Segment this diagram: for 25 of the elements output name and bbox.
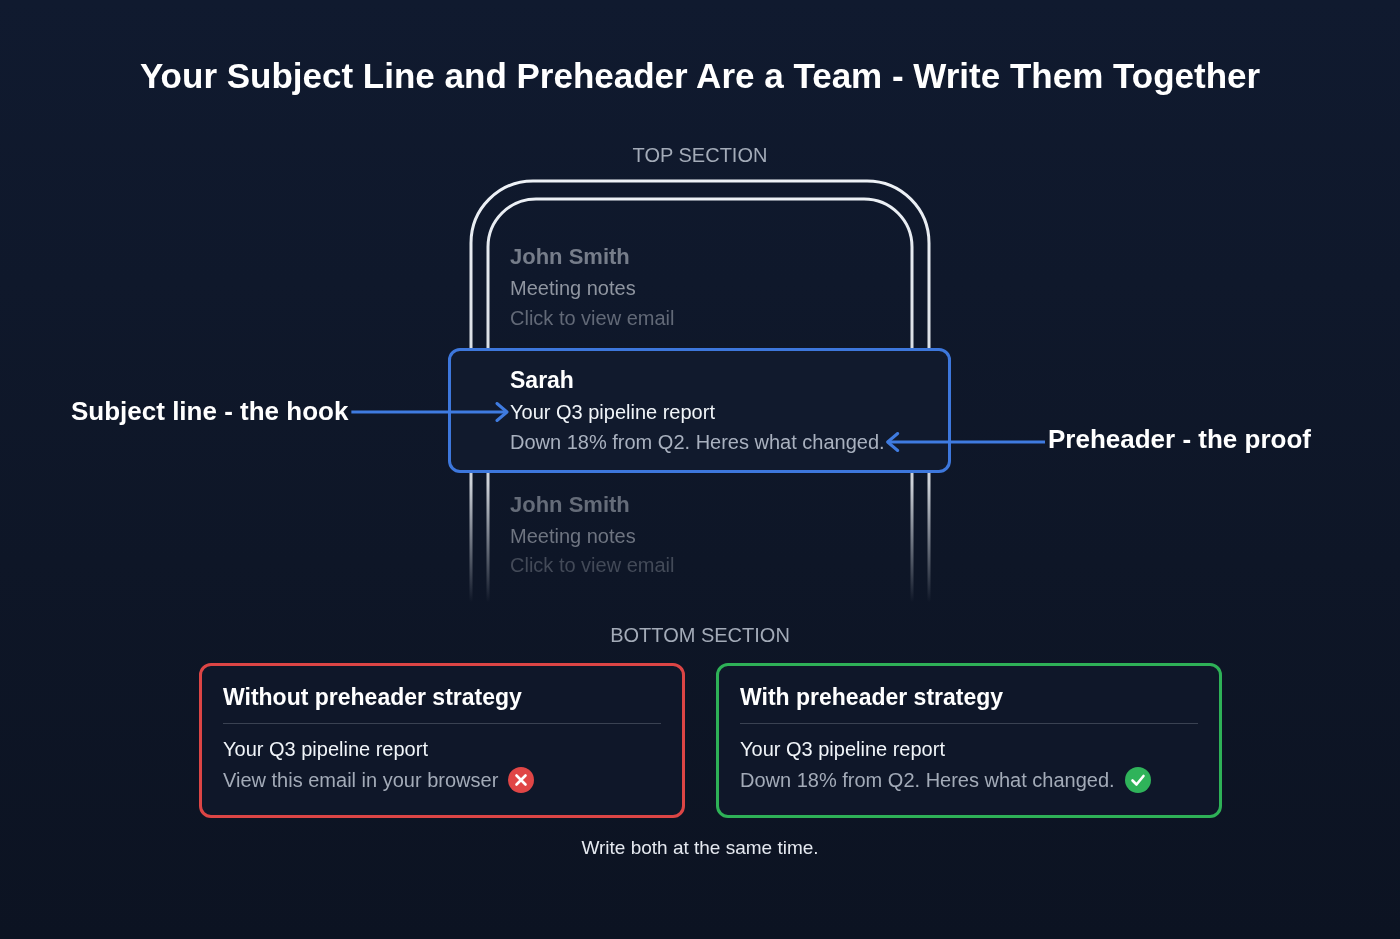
preheader-text: Down 18% from Q2. Heres what changed.: [510, 430, 885, 454]
sender-name: Sarah: [510, 367, 574, 395]
sender-name: John Smith: [510, 244, 630, 271]
comparison-card: [199, 663, 685, 818]
card-heading: Without preheader strategy: [223, 684, 522, 712]
callout-label: Subject line - the hook: [71, 396, 349, 428]
preheader-text: Click to view email: [510, 306, 675, 330]
caption-text: Write both at the same time.: [581, 837, 819, 860]
card-heading: With preheader strategy: [740, 684, 1004, 712]
section-label: BOTTOM SECTION: [610, 623, 790, 647]
subject-text: Your Q3 pipeline report: [223, 737, 428, 761]
comparison-card: [716, 663, 1222, 818]
highlighted-email-row: [448, 348, 951, 473]
arrow: [351, 402, 509, 422]
diagram-title: Your Subject Line and Preheader Are a Team - Write Them Together: [139, 55, 1261, 97]
section-label: TOP SECTION: [632, 143, 768, 167]
arrow: [886, 432, 1045, 452]
sender-name: John Smith: [510, 492, 630, 519]
subject-text: Your Q3 pipeline report: [740, 737, 945, 761]
preheader-text: View this email in your browser: [223, 768, 499, 792]
subject-text: Meeting notes: [510, 276, 636, 300]
subject-text: Meeting notes: [510, 524, 636, 548]
callout-label: Preheader - the proof: [1048, 424, 1311, 456]
subject-line-text: Your Q3 pipeline report: [510, 400, 715, 424]
preheader-text: Down 18% from Q2. Heres what changed.: [740, 768, 1115, 792]
